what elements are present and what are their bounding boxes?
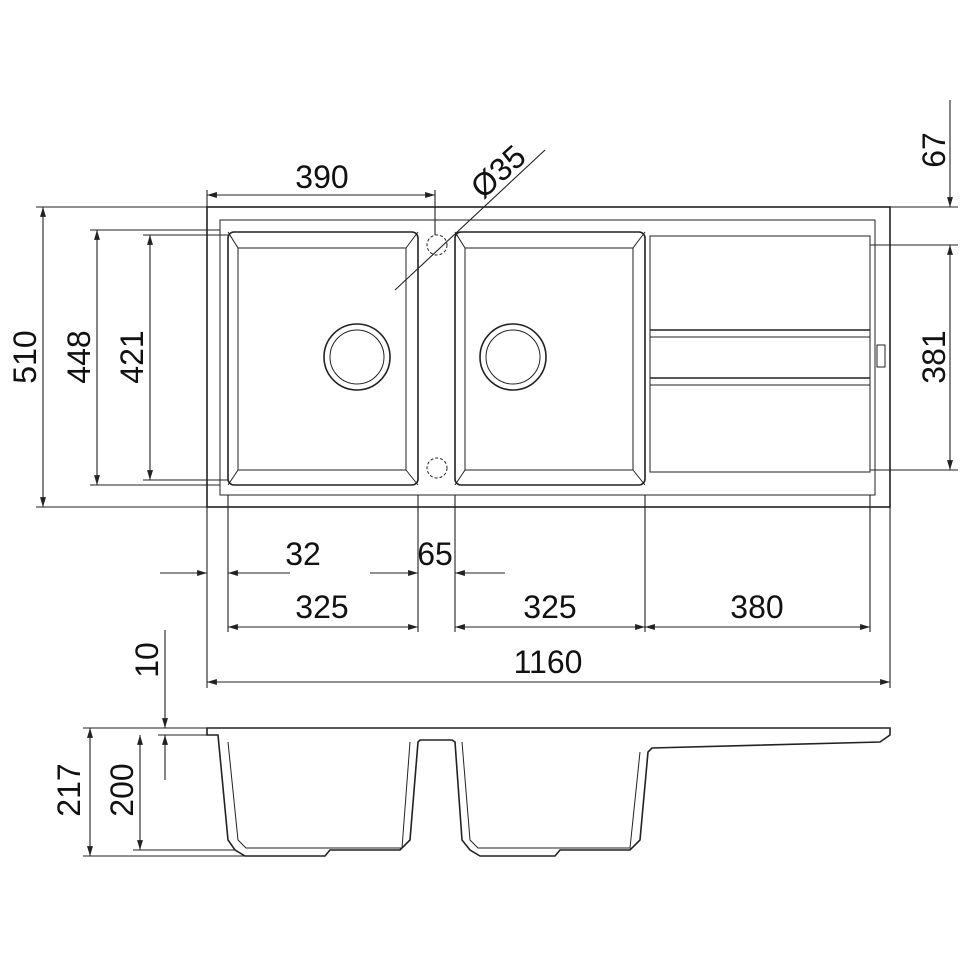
drainer [649, 235, 886, 473]
bowl-right [454, 231, 646, 486]
dim-217: 217 [51, 763, 87, 816]
dim-448: 448 [61, 330, 97, 383]
dim-65: 65 [417, 536, 453, 572]
dim-200: 200 [104, 763, 140, 816]
drain-left-icon [323, 323, 391, 391]
dim-421: 421 [114, 330, 150, 383]
dim-tap-hole: Ø35 [464, 138, 533, 205]
dim-510: 510 [7, 330, 43, 383]
drain-right-icon [479, 323, 547, 391]
dim-67: 67 [916, 132, 952, 168]
dim-10: 10 [129, 642, 165, 678]
dim-32: 32 [285, 536, 321, 572]
dim-390: 390 [295, 159, 348, 195]
overflow-hole-icon [426, 457, 448, 479]
dim-325-left: 325 [295, 589, 348, 625]
dim-381: 381 [916, 330, 952, 383]
dimensions: 390 Ø35 67 510 448 421 381 32 65 3 [7, 100, 958, 688]
sink-outline [206, 206, 891, 508]
bowl-left [227, 231, 419, 486]
side-profile: 10 217 200 [51, 630, 891, 857]
dim-325-right: 325 [523, 589, 576, 625]
tap-hole-icon [426, 234, 448, 256]
plan-view [206, 206, 891, 508]
dim-1160: 1160 [514, 644, 583, 680]
dim-380: 380 [730, 589, 783, 625]
